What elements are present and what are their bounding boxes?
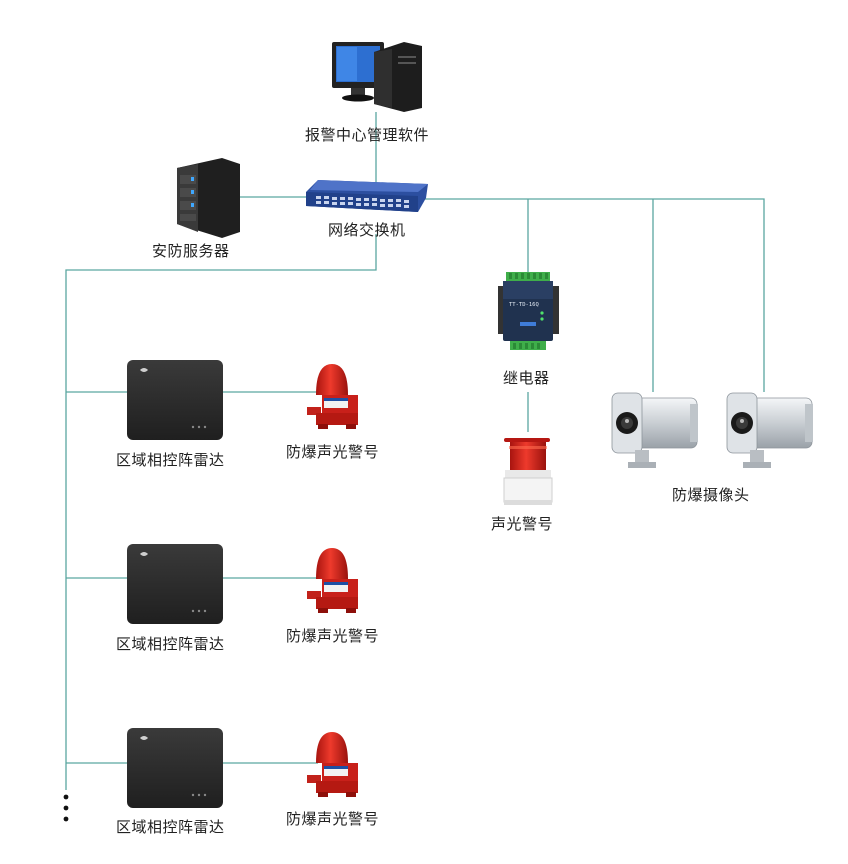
explosion-proof-siren-icon [307, 548, 358, 613]
phased-array-radar-icon [127, 728, 223, 808]
cameras-label: 防爆摄像头 [672, 486, 750, 504]
explosion-proof-camera-icon [611, 392, 698, 468]
radar-label: 区域相控阵雷达 [116, 635, 225, 653]
relay-module-icon: TT-TD-16Q [498, 272, 559, 350]
radar-group-3 [127, 728, 358, 808]
ex-alarm-label: 防爆声光警号 [286, 810, 380, 828]
phased-array-radar-icon [127, 360, 223, 440]
relay-label: 继电器 [503, 369, 550, 387]
radar-group-1 [127, 360, 358, 440]
radar-label: 区域相控阵雷达 [116, 818, 225, 836]
line-switch-trunk [425, 198, 765, 392]
phased-array-radar-icon [127, 544, 223, 624]
connection-lines [65, 112, 765, 790]
ex-alarm-label: 防爆声光警号 [286, 443, 380, 461]
ex-alarm-label: 防爆声光警号 [286, 627, 380, 645]
continuation-dots-icon [63, 794, 69, 822]
explosion-proof-siren-icon [307, 364, 358, 429]
strobe-siren-icon [503, 438, 553, 505]
server-label: 安防服务器 [152, 242, 230, 260]
network-switch-icon [306, 180, 428, 212]
radar-group-2 [127, 544, 358, 624]
switch-label: 网络交换机 [328, 221, 406, 239]
alarm-label: 声光警号 [491, 515, 554, 533]
explosion-proof-camera-icon [726, 392, 813, 468]
radar-label: 区域相控阵雷达 [116, 451, 225, 469]
relay-model-text: TT-TD-16Q [509, 302, 539, 308]
desktop-computer-icon [332, 42, 422, 112]
explosion-proof-siren-icon [307, 732, 358, 797]
pc-label: 报警中心管理软件 [305, 126, 430, 144]
server-rack-icon [177, 158, 240, 238]
line-switch-radar-bus [65, 234, 377, 790]
